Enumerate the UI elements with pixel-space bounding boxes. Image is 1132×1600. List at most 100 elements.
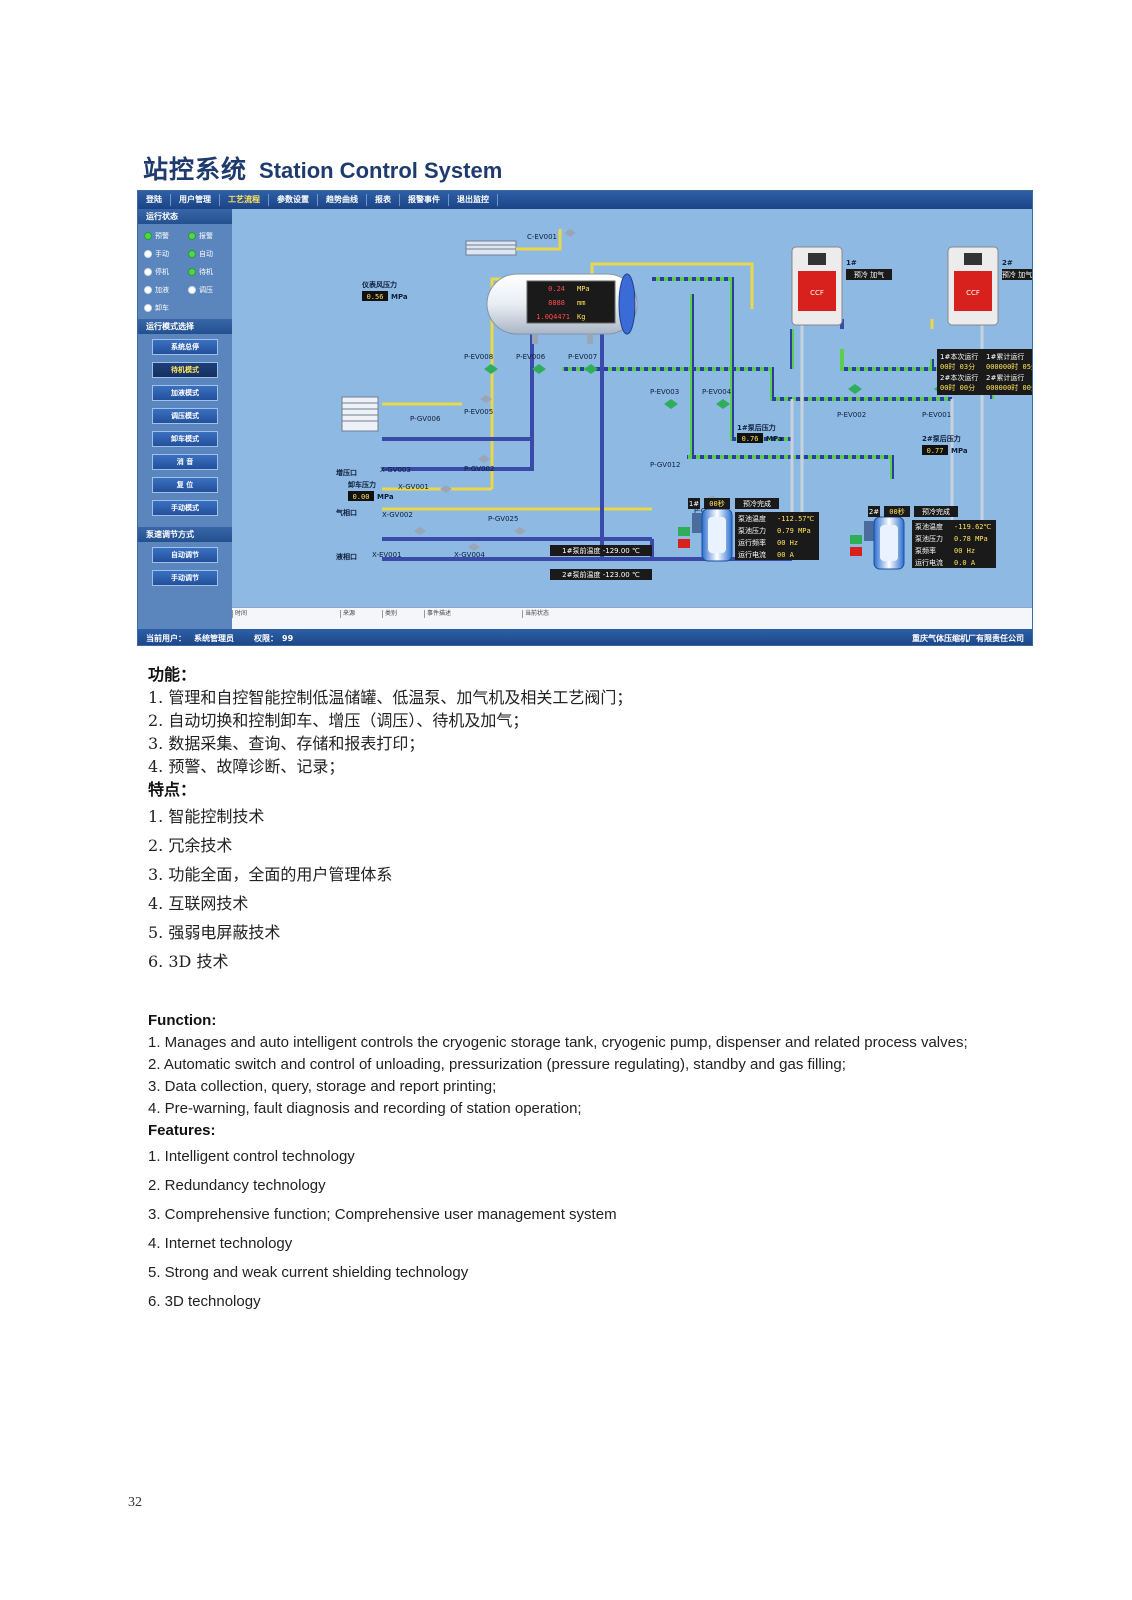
dispenser-1-status: 预冷 加气: [854, 270, 884, 279]
features-en-section: Features: 1. Intelligent control technol…: [148, 1120, 1078, 1316]
valve-icon[interactable]: [584, 364, 598, 374]
pump-auto-adjust-button[interactable]: 自动调节: [152, 547, 218, 563]
pump-speed-header: 泵速调节方式: [138, 527, 232, 542]
menu-item-user-management[interactable]: 用户管理: [171, 194, 220, 206]
menu-item-trend-curve[interactable]: 趋势曲线: [318, 194, 367, 206]
unload-pressure-unit: MPa: [377, 493, 394, 501]
features-en-item: 5. Strong and weak current shielding tec…: [148, 1264, 469, 1281]
valve-icon[interactable]: [664, 399, 678, 409]
mode-button-silence[interactable]: 消 音: [152, 454, 218, 470]
event-list[interactable]: 时间 来源 类别 事件描述 当前状态: [232, 607, 1032, 629]
menu-item-process-flow[interactable]: 工艺流程: [220, 194, 269, 206]
mode-button-filling[interactable]: 加液模式: [152, 385, 218, 401]
features-zh-item: 1. 智能控制技术: [148, 807, 265, 826]
pump-2-state: 预冷完成: [922, 507, 950, 516]
pump-data-value: 00 A: [777, 551, 795, 559]
pump-data-value: 00 Hz: [954, 547, 975, 555]
dispenser-2-status: 预冷 加气: [1002, 270, 1032, 279]
menu-item-parameter-settings[interactable]: 参数设置: [269, 194, 318, 206]
runtime-label: 2#累计运行: [986, 373, 1024, 382]
mode-button-standby[interactable]: 待机模式: [152, 362, 218, 378]
menu-item-report[interactable]: 报表: [367, 194, 400, 206]
pump-data-value: 0.79 MPa: [777, 527, 811, 535]
runtime-label: 2#本次运行: [940, 373, 978, 382]
status-pressure-regulating: 调压: [188, 285, 232, 295]
status-dot-icon: [144, 286, 152, 294]
pump-data-value: -112.57℃: [777, 515, 815, 523]
valve-icon[interactable]: [564, 229, 576, 237]
pump-manual-adjust-button[interactable]: 手动调节: [152, 570, 218, 586]
pump-data-label: 泵池压力: [738, 526, 766, 535]
menu-item-alarm-events[interactable]: 报警事件: [400, 194, 449, 206]
unload-pressure-value: 0.00: [353, 493, 370, 501]
page-title-en: Station Control System: [259, 158, 503, 183]
unload-pressure-label: 卸车压力: [348, 480, 376, 489]
pump-speed-list: 自动调节 手动调节: [138, 542, 232, 597]
features-en-item: 3. Comprehensive function; Comprehensive…: [148, 1206, 617, 1223]
event-column-source: 来源: [340, 610, 380, 618]
pump-1-state: 预冷完成: [743, 499, 771, 508]
pump-data-value: 0.0 A: [954, 559, 976, 567]
valve-icon[interactable]: [514, 527, 526, 535]
dispenser-1-name: 1#: [846, 259, 857, 267]
mode-button-reset[interactable]: 复 位: [152, 477, 218, 493]
pump-1-counter: 00秒: [709, 499, 724, 508]
valve-icon[interactable]: [478, 455, 490, 463]
tank-level-unit: mm: [577, 299, 585, 307]
menu-item-login[interactable]: 登陆: [138, 194, 171, 206]
valve-icon[interactable]: [414, 527, 426, 535]
mode-button-pressure-regulating[interactable]: 调压模式: [152, 408, 218, 424]
company-name: 重庆气体压缩机厂有限责任公司: [912, 633, 1024, 643]
functions-zh-heading: 功能：: [148, 665, 197, 684]
functions-en-item: 2. Automatic switch and control of unloa…: [148, 1056, 846, 1073]
valve-icon[interactable]: [468, 543, 480, 551]
status-header: 运行状态: [138, 209, 232, 224]
mode-button-manual[interactable]: 手动模式: [152, 500, 218, 516]
event-column-time: 时间: [232, 610, 340, 618]
pump-1-tag: 1#: [689, 500, 699, 508]
station-control-screenshot: 登陆 用户管理 工艺流程 参数设置 趋势曲线 报表 报警事件 退出监控 运行状态…: [137, 190, 1033, 646]
mode-button-unloading[interactable]: 卸车模式: [152, 431, 218, 447]
tank-level-readout: 8888: [548, 299, 565, 307]
status-stop: 停机: [144, 267, 188, 277]
functions-zh-item: 3. 数据采集、查询、存储和报表打印；: [148, 734, 425, 753]
pump-1-data-table: 泵池温度 -112.57℃ 泵池压力 0.79 MPa 运行频率 00 Hz 运…: [735, 512, 819, 560]
features-en-item: 6. 3D technology: [148, 1293, 261, 1310]
features-en-item: 1. Intelligent control technology: [148, 1148, 355, 1165]
pump-2-outlet-pressure-label: 2#泵后压力: [922, 434, 961, 443]
instrument-air-label: 仪表风压力: [361, 280, 397, 289]
gas-phase-port-label: 气相口: [335, 508, 357, 517]
current-user-value: 系统管理员: [194, 633, 234, 643]
valve-icon[interactable]: [484, 364, 498, 374]
tank-pressure-unit: MPa: [577, 285, 590, 293]
pump-2-tag: 2#: [869, 508, 879, 516]
functions-zh-section: 功能： 1. 管理和自控智能控制低温储罐、低温泵、加气机及相关工艺阀门； 2. …: [148, 664, 1078, 778]
menu-item-exit-monitoring[interactable]: 退出监控: [449, 194, 498, 206]
features-zh-item: 4. 互联网技术: [148, 894, 249, 913]
valve-label: P-GV025: [488, 515, 518, 523]
status-dot-icon: [144, 304, 152, 312]
valve-label: P-EV005: [464, 408, 493, 416]
pump-2-counter: 00秒: [889, 507, 904, 516]
pump-data-value: -119.62℃: [954, 523, 992, 531]
status-bar: 当前用户： 系统管理员 权限： 99 重庆气体压缩机厂有限责任公司: [138, 629, 1032, 645]
valve-icon[interactable]: [716, 399, 730, 409]
pressurization-port-label: 增压口: [336, 468, 357, 477]
functions-en-item: 3. Data collection, query, storage and r…: [148, 1078, 497, 1095]
status-dot-icon: [144, 268, 152, 276]
pump-2-outlet-pressure-unit: MPa: [951, 447, 968, 455]
liquid-phase-pipes: [562, 277, 994, 479]
runtime-table: 1#本次运行 1#累计运行 00时 03分 000000时 05分 2#本次运行…: [937, 349, 1032, 395]
status-dot-icon: [188, 286, 196, 294]
pump-1-pool-temperature: 1#泵前温度 -129.00 ℃: [562, 546, 640, 555]
dispenser-2-name: 2#: [1002, 259, 1013, 267]
valve-icon[interactable]: [440, 485, 452, 493]
mode-button-system-stop[interactable]: 系统总停: [152, 339, 218, 355]
functions-en-heading: Function:: [148, 1012, 217, 1029]
tank-mass-readout: 1.0Q4471: [536, 313, 570, 321]
valve-icon[interactable]: [532, 364, 546, 374]
valve-icon[interactable]: [480, 395, 492, 403]
permission-value: 99: [282, 633, 294, 643]
pump-2-pool-temperature: 2#泵前温度 -123.00 ℃: [562, 570, 640, 579]
valve-icon[interactable]: [848, 384, 862, 394]
